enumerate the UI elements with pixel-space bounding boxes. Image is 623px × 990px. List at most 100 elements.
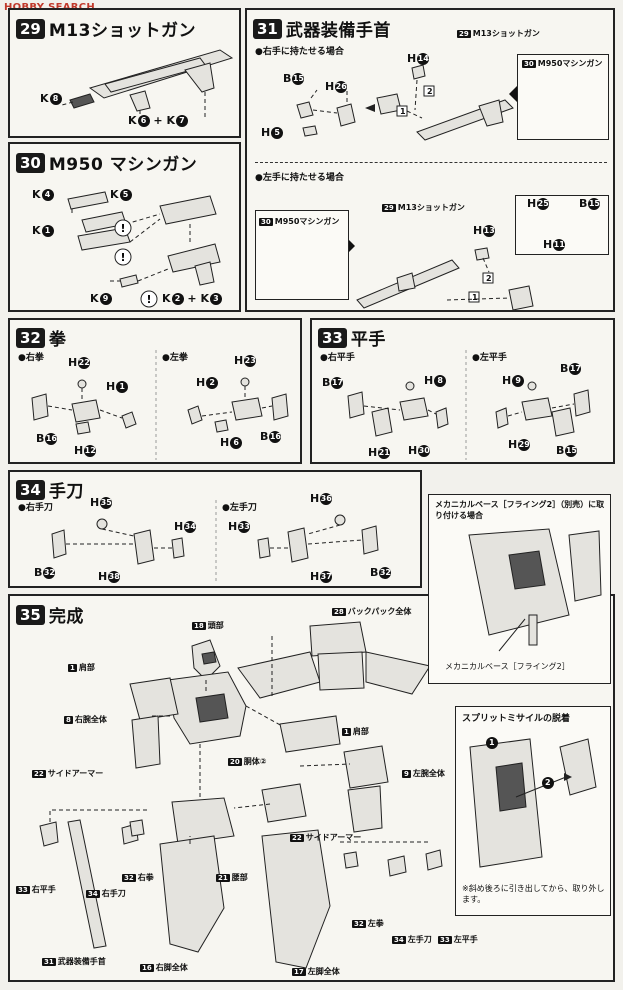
svg-text:!: ! (146, 293, 151, 306)
part-number-badge: 8 (49, 93, 62, 105)
part-label-b15: B15 (283, 72, 305, 85)
order-mark-2: 2 (427, 87, 433, 96)
step-number: 29 (16, 18, 45, 39)
step-31-panel: 31 武器装備手首 ●右手に持たせる場合 ●左手に持たせる場合 (245, 8, 615, 312)
part-label-h26: H26 (325, 80, 348, 93)
part-label-h38: H38 (98, 570, 121, 583)
step-number: 31 (253, 18, 282, 39)
step-number: 34 (16, 479, 45, 500)
mechanical-base-note: メカニカルベース［フライング2］（別売）に取り付ける場合 メカニカルベース［フラ… (428, 494, 611, 684)
order-mark-1: 1 (400, 107, 406, 116)
part-label-h29: H29 (508, 438, 531, 451)
step-title: 平手 (350, 330, 386, 350)
svg-text:!: ! (120, 222, 125, 235)
step-number: 32 (16, 327, 45, 348)
left-knife-hand-note: ●左手刀 (222, 503, 257, 513)
base-note-title: メカニカルベース［フライング2］（別売）に取り付ける場合 (435, 500, 605, 520)
step-number: 30 (16, 152, 45, 173)
missile-note-caption: ※斜め後ろに引き出してから、取り外します。 (462, 884, 605, 904)
right-fist-note: ●右拳 (18, 353, 44, 363)
missile-step-2: 2 (545, 778, 551, 787)
right-hand-note: ●右手に持たせる場合 (255, 47, 344, 57)
part-label-b32-left: B32 (370, 566, 392, 579)
section-divider (255, 162, 607, 163)
part-label-h30: H30 (408, 444, 431, 457)
part-label-h14: H14 (407, 52, 430, 65)
part-label-b16: B16 (36, 432, 58, 445)
part-label-h37: H37 (310, 570, 333, 583)
fist-illustration (31, 350, 289, 460)
part-label-h21: H21 (368, 446, 391, 459)
part-label-b17-left: B17 (560, 362, 582, 375)
step-number: 35 (16, 604, 45, 625)
part-label-b17: B17 (322, 376, 344, 389)
right-knife-hand-note: ●右手刀 (18, 503, 53, 513)
step-number: 33 (318, 327, 347, 348)
palm-illustration (347, 350, 591, 460)
left-hand-note: ●左手に持たせる場合 (255, 173, 344, 183)
part-label-b32: B32 (34, 566, 56, 579)
part-label-h25: H25 (527, 197, 550, 210)
missile-illustration (469, 737, 597, 868)
step-title: M13ショットガン (48, 21, 196, 41)
step-title: M950 マシンガン (48, 155, 198, 175)
order-mark-2b: 2 (486, 274, 492, 283)
step-34-header: 34 手刀 (16, 477, 84, 502)
base-illustration (468, 528, 602, 652)
part-label-h33: H33 (228, 520, 251, 533)
order-mark-1b: 1 (472, 293, 478, 302)
step-title: 武器装備手首 (285, 21, 391, 41)
part-label-b15: B15 (556, 444, 578, 457)
part-label-h11: H11 (543, 238, 566, 251)
svg-text:!: ! (120, 251, 125, 264)
step-32-header: 32 拳 (16, 325, 66, 350)
final-assembly-illustration (39, 621, 443, 969)
knife-hand-illustration (51, 500, 379, 584)
left-fist-note: ●左拳 (162, 353, 188, 363)
step-34-panel: 34 手刀 ●右手刀 ●左手刀 H35 H34 B32 H38 H36 H33 (8, 470, 422, 588)
machinegun-illustration: ! ! ! (67, 191, 221, 308)
part-label-b15-left: B15 (579, 197, 601, 210)
part-label-h13: H13 (473, 224, 496, 237)
m950-inset-top (517, 54, 609, 140)
shotgun-illustration (61, 49, 234, 118)
right-palm-note: ●右平手 (320, 353, 355, 363)
step-title: 拳 (48, 330, 67, 350)
watermark-logo: HOBBY SEARCH (4, 2, 95, 13)
step-30-header: 30 M950 マシンガン (16, 150, 197, 175)
missile-step-1: 1 (489, 738, 495, 747)
step-31-header: 31 武器装備手首 (253, 16, 391, 41)
base-caption: メカニカルベース［フライング2］ (445, 662, 570, 671)
